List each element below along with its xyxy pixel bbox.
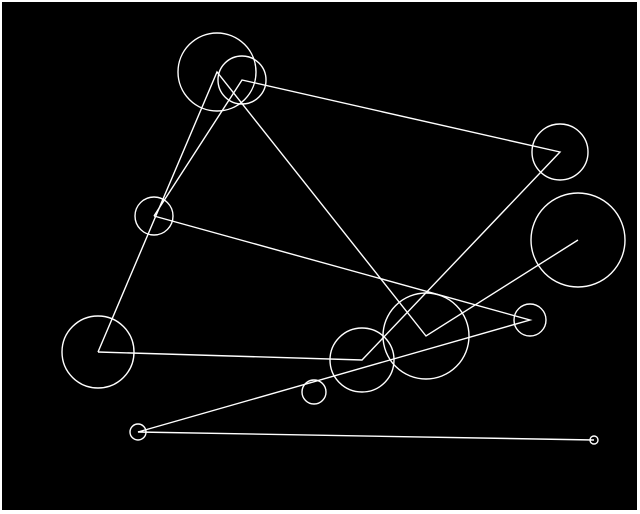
node-circle-n4 bbox=[134, 196, 174, 236]
node-circle-n11 bbox=[129, 423, 147, 441]
node-circle-n3 bbox=[531, 123, 589, 181]
node-circle-n2 bbox=[217, 55, 267, 105]
node-circle-n9 bbox=[329, 327, 395, 393]
node-circle-n6 bbox=[513, 303, 547, 337]
nodes-layer bbox=[61, 32, 626, 445]
node-circle-n5 bbox=[530, 192, 626, 288]
node-circle-n12 bbox=[589, 435, 599, 445]
links-layer bbox=[97, 70, 595, 441]
link-path-1 bbox=[97, 70, 579, 353]
node-circle-n8 bbox=[61, 315, 135, 389]
link-path-3 bbox=[97, 79, 562, 361]
node-circle-n10 bbox=[301, 379, 327, 405]
node-circle-n1 bbox=[177, 32, 257, 112]
